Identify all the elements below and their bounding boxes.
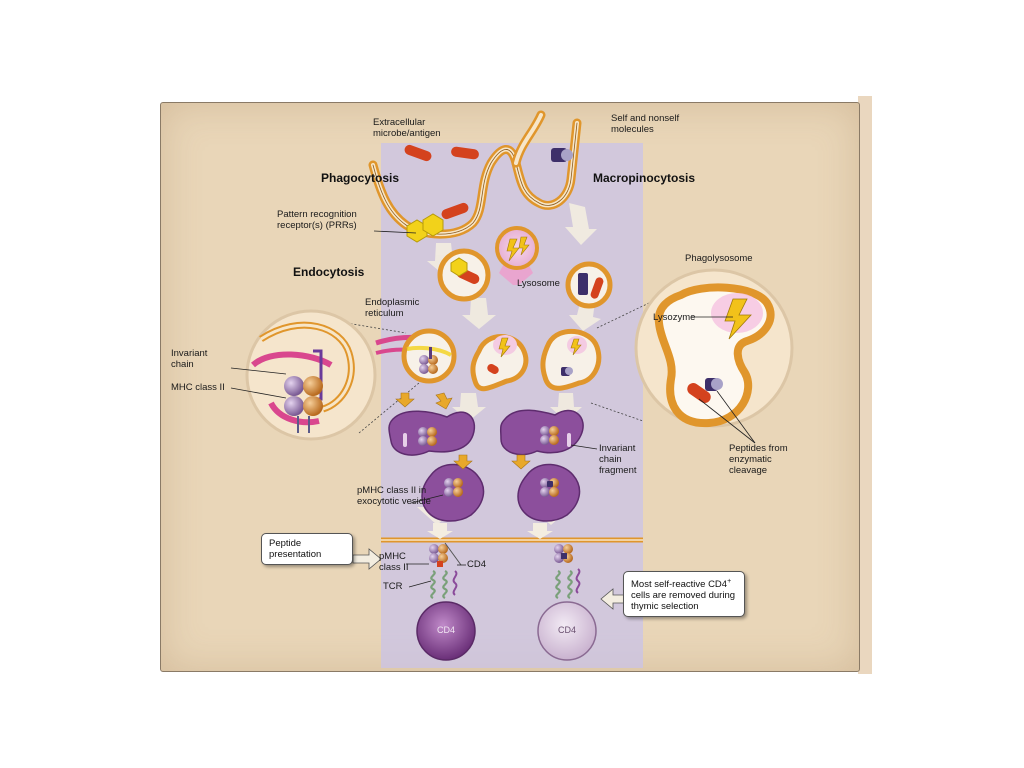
fusing-vesicle-left (470, 334, 529, 392)
cd4-cell-right (537, 601, 597, 661)
exocytotic-vesicle-left (421, 463, 485, 522)
diagram-canvas (230, 110, 794, 668)
endosome-left-upper (388, 410, 476, 456)
label-cd4: CD4 (467, 559, 487, 570)
label-pmhc: pMHC class II (379, 551, 409, 573)
peptide-presentation-callout: Peptide presentation (261, 533, 353, 565)
label-invariant-fragment: Invariant chain fragment (599, 443, 637, 476)
peptide-presentation-text: Peptide presentation (269, 538, 322, 560)
antigen-processing-figure: Extracellular microbe/antigen Self and n… (160, 102, 860, 672)
cd4-cell-left-label: CD4 (436, 625, 455, 635)
leader-lines (373, 230, 466, 588)
label-macropinocytosis: Macropinocytosis (593, 171, 696, 185)
label-phagolysosome: Phagolysosome (685, 253, 753, 264)
lysosome (495, 226, 539, 285)
self-reactive-text: Most self-reactive CD4 (631, 579, 728, 591)
prr-hexagon (422, 213, 444, 237)
phagosome (437, 248, 491, 302)
microbes (404, 144, 573, 243)
label-mhc-class-ii: MHC class II (171, 382, 225, 393)
label-invariant-chain: Invariant chain (171, 348, 208, 370)
microbe (451, 146, 479, 160)
thymic-selection-callout: Most self-reactive CD4+ cells are remove… (623, 571, 745, 618)
self-reactive-superscript: + (727, 578, 732, 585)
cd4-cell-right-label: CD4 (557, 625, 576, 635)
label-lysozyme: Lysozyme (653, 312, 696, 323)
self-reactive-text-rest: cells are removed during thymic selectio… (631, 590, 736, 613)
fusing-vesicle-right (540, 328, 602, 391)
scan-edge (858, 96, 872, 674)
label-self-nonself: Self and nonself molecules (611, 113, 680, 135)
cell-membrane (368, 110, 582, 239)
macropinosome (565, 261, 613, 309)
label-endocytosis: Endocytosis (293, 265, 365, 279)
label-tcr: TCR (383, 581, 403, 592)
microbe-engulfed (441, 202, 469, 220)
pmhc-tcr-right (554, 544, 581, 599)
er-bud (375, 328, 457, 384)
label-peptides: Peptides from enzymatic cleavage (729, 443, 788, 476)
prr-hexagon (406, 219, 428, 243)
label-prr: Pattern recognition receptor(s) (PRRs) (277, 209, 357, 231)
label-lysosome: Lysosome (517, 278, 560, 289)
label-pmhc-vesicle: pMHC class II in exocytotic vesicle (357, 485, 431, 507)
molecule-circle (561, 149, 573, 161)
endosome-right-upper (499, 409, 598, 456)
peptide-presentation-arrow (352, 548, 382, 570)
label-extracellular: Extracellular microbe/antigen (373, 117, 441, 139)
cd4-cell-left (416, 601, 476, 661)
transport-arrows (395, 392, 531, 470)
label-er: Endoplasmic reticulum (365, 297, 420, 319)
exocytotic-vesicle-right (517, 463, 581, 522)
plasma-membrane-bottom (381, 523, 643, 543)
er-zoom-circle (230, 309, 377, 441)
pmhc-tcr-left (429, 542, 462, 599)
microbe (404, 144, 432, 162)
label-phagocytosis: Phagocytosis (321, 171, 400, 185)
phagolysosome-zoom-circle (634, 268, 794, 444)
